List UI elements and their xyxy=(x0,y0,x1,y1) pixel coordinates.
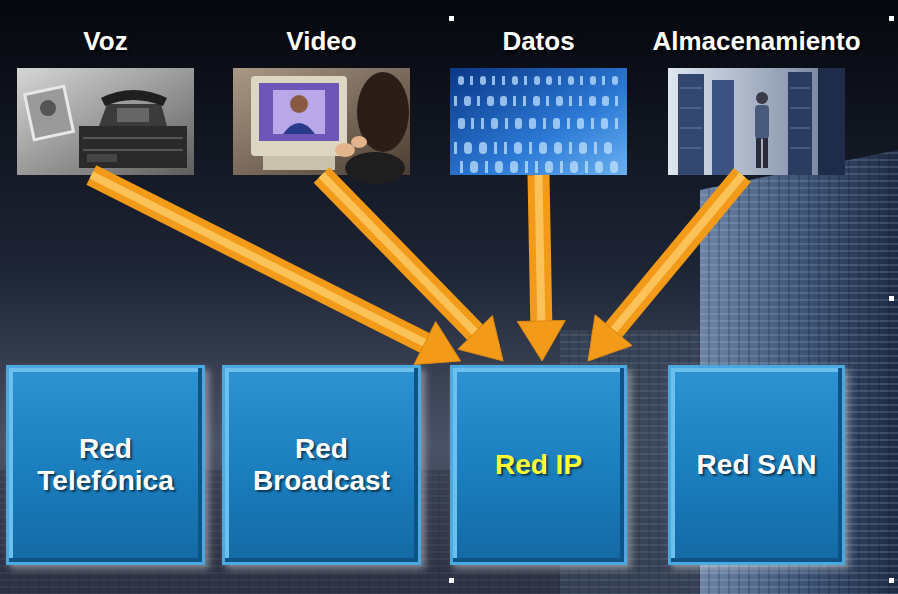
network-label: Red Broadcast xyxy=(225,433,418,497)
network-label: Red Telefónica xyxy=(9,433,202,497)
arrow-head xyxy=(517,321,565,361)
arrow-head xyxy=(414,322,461,365)
network-box: Red Broadcast xyxy=(222,365,421,565)
arrow-highlight xyxy=(539,175,542,321)
arrow-highlight xyxy=(91,175,425,343)
media-picture: Video xyxy=(233,68,410,175)
arrow-shaft xyxy=(91,175,425,343)
network-box: Red SAN xyxy=(668,365,845,565)
arrow-head xyxy=(588,315,632,361)
media-heading: Voz xyxy=(83,27,127,56)
flow-arrow xyxy=(588,175,742,361)
media-heading: Video xyxy=(286,27,356,56)
arrow-highlight xyxy=(322,175,476,332)
flow-arrow xyxy=(322,175,504,361)
flow-arrow xyxy=(517,175,565,361)
media-heading: Almacenamiento xyxy=(652,27,860,56)
network-label: Red IP xyxy=(487,449,590,481)
media-picture: Almacenamiento xyxy=(668,68,845,175)
arrow-shaft xyxy=(539,175,542,321)
network-label: Red SAN xyxy=(689,449,825,481)
arrow-head xyxy=(458,316,503,361)
arrow-shaft xyxy=(614,175,743,330)
network-box: Red IP xyxy=(450,365,627,565)
arrow-highlight xyxy=(614,175,743,330)
flow-arrow xyxy=(91,175,460,364)
arrow-shaft xyxy=(322,175,476,332)
media-picture: Datos xyxy=(450,68,627,175)
media-heading: Datos xyxy=(502,27,574,56)
network-box: Red Telefónica xyxy=(6,365,205,565)
media-picture: Voz xyxy=(17,68,194,175)
